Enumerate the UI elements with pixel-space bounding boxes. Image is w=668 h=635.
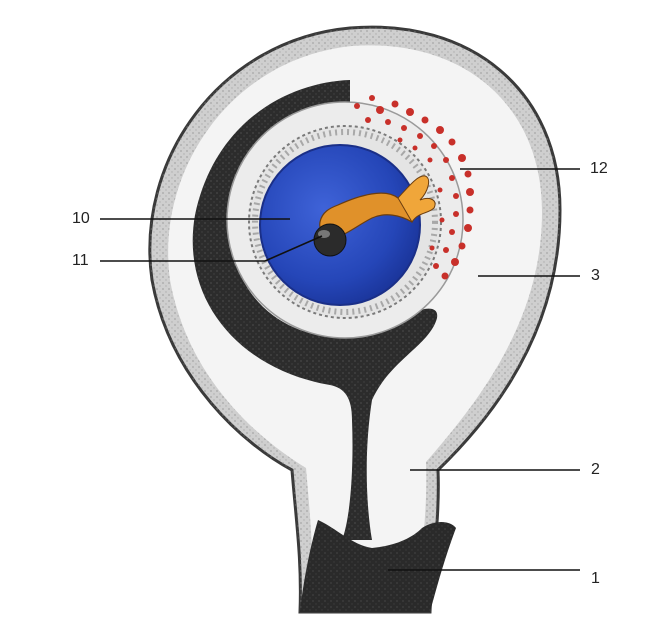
label-11: 11 (72, 253, 89, 269)
label-12: 12 (590, 161, 608, 177)
label-1: 1 (591, 571, 600, 587)
label-10: 10 (72, 211, 90, 227)
yolk-sac (314, 224, 346, 256)
label-3: 3 (591, 268, 600, 284)
label-2: 2 (591, 462, 600, 478)
